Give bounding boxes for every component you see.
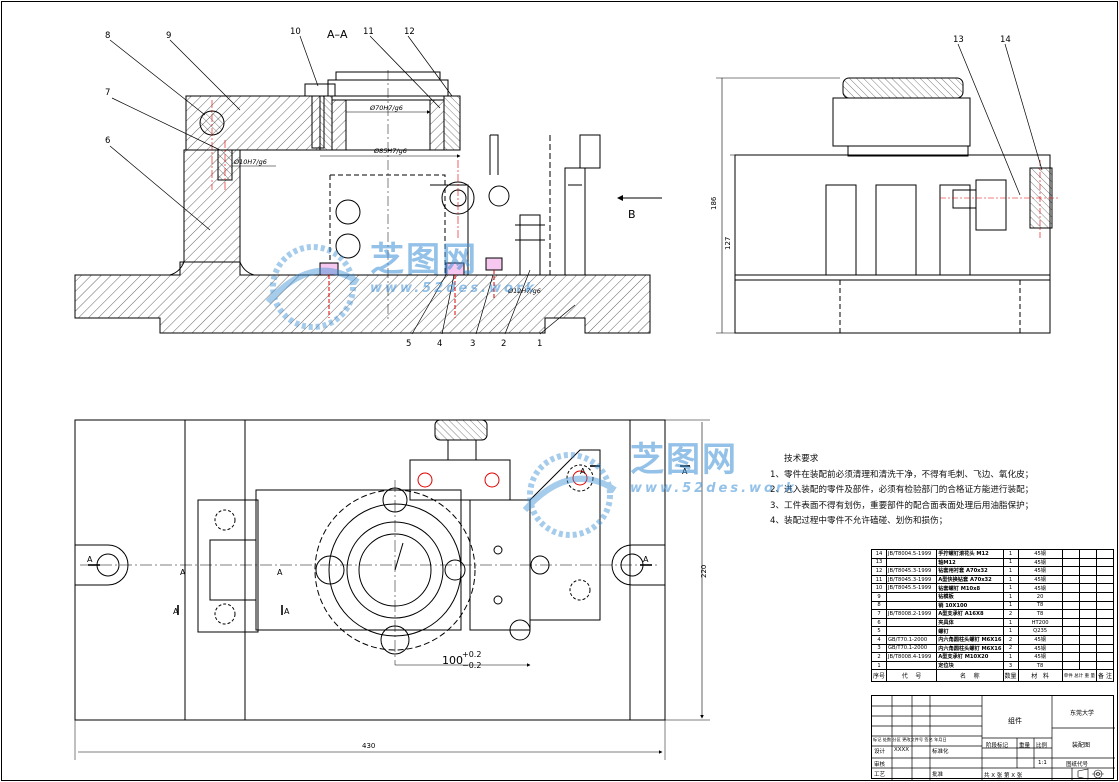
cut-mark-a-plan-4: A [284,607,290,616]
cut-mark-a-plan-1: A [180,568,186,577]
plan-view-dims: 430 220 100 +0.2 −0.2 A A A A A A A A [87,467,708,750]
watermark-globe-icon-1 [265,244,360,330]
balloon-7: 7 [105,88,110,98]
company-name: 东莞大学 [1070,710,1095,717]
scale-label: 比例 [1036,743,1048,749]
std-label: 标准化 [932,749,949,755]
section-title: A–A [327,28,348,41]
fit-bore-label: Ø70H7/g6 [369,104,403,112]
fit-pin-label: Ø10H7/g6 [233,158,267,166]
note-2: 2、进入装配的零件及部件，必须有检验部门的合格证方能进行装配； [770,485,1034,496]
note-4: 4、装配过程中零件不允许磕碰、划伤和损伤； [770,516,948,527]
review-label: 审核 [874,762,886,768]
cut-mark-a-plan-3: A [173,607,179,616]
designer-name: XXXX [894,747,910,753]
part-name: 组件 [1008,717,1022,725]
balloon-numbers: 8 9 7 6 10 11 12 5 4 3 2 1 13 14 [105,27,1011,349]
cut-mark-a-right: A [643,555,649,564]
balloon-2: 2 [501,339,506,349]
side-view [716,43,1060,334]
note-1: 1、零件在装配前必须清理和清洗干净，不得有毛刺、飞边、氧化皮； [770,469,1034,480]
balloon-9: 9 [166,31,171,41]
notes-title: 技术要求 [784,454,819,464]
dim-220: 220 [700,565,708,578]
plan-view [74,419,710,760]
cut-mark-a-top-2: A [682,467,688,476]
dim-tol-minus: −0.2 [462,661,481,670]
weight-label: 重量 [1019,743,1031,749]
balloon-10: 10 [290,27,301,37]
cut-mark-a-plan-2: A [277,568,283,577]
drawing-type: 装配图 [1072,742,1091,749]
watermark-globe-icon-2 [522,452,617,538]
section-view-a-a [74,35,662,335]
balloon-13: 13 [953,35,964,45]
balloon-11: 11 [363,27,374,37]
view-b-label: B [628,208,636,221]
balloon-8: 8 [105,31,110,41]
fit-outer-label: Ø85H7/g6 [373,147,407,155]
balloon-6: 6 [105,136,110,146]
bom-header: 序号 代 号 名 称 数量 材 料 单件 总计 重 量 备 注 [870,669,1114,683]
stage-label: 阶段标记 [986,743,1009,749]
title-block: 标记 处数 分区 更改文件号 签名 年月日 设计 XXXX 标准化 审核 工艺 … [871,695,1115,780]
balloon-3: 3 [470,339,475,349]
note-3: 3、工件表面不得有划伤，重要部件的配合面表面处理后用油脂保护； [770,500,1034,511]
balloon-14: 14 [1000,35,1011,45]
dim-tol-plus: +0.2 [462,650,481,659]
approve-label: 批准 [932,772,944,778]
sheet-info: 共 X 张 第 X 张 [984,773,1023,779]
designer-label: 设计 [874,749,886,755]
cut-mark-a-left: A [87,555,93,564]
scale-value: 1:1 [1038,760,1047,766]
dim-127: 127 [724,237,732,250]
drawing-no-label: 图纸代号 [1066,762,1089,768]
cut-mark-a-top-1: A [580,467,586,476]
technical-requirements: 技术要求 1、零件在装配前必须清理和清洗干净，不得有毛刺、飞边、氧化皮； 2、进… [770,452,1110,530]
balloon-5: 5 [406,339,411,349]
fit-base-label: Ø12H7/g6 [507,287,541,295]
balloon-1: 1 [537,339,542,349]
dim-430: 430 [362,742,375,750]
revision-label: 标记 处数 分区 更改文件号 签名 年月日 [873,737,947,742]
section-labels: A–A B Ø70H7/g6 Ø85H7/g6 Ø10H7/g6 Ø12H7/g… [233,28,636,295]
balloon-4: 4 [437,339,442,349]
side-view-dims: 186 127 [710,196,732,250]
dim-100: 100 [442,654,463,667]
dim-186: 186 [710,196,718,210]
process-label: 工艺 [874,772,886,778]
projection-symbol-icon [1077,768,1104,780]
balloon-12: 12 [404,27,415,37]
title-block-grid [872,696,1115,780]
